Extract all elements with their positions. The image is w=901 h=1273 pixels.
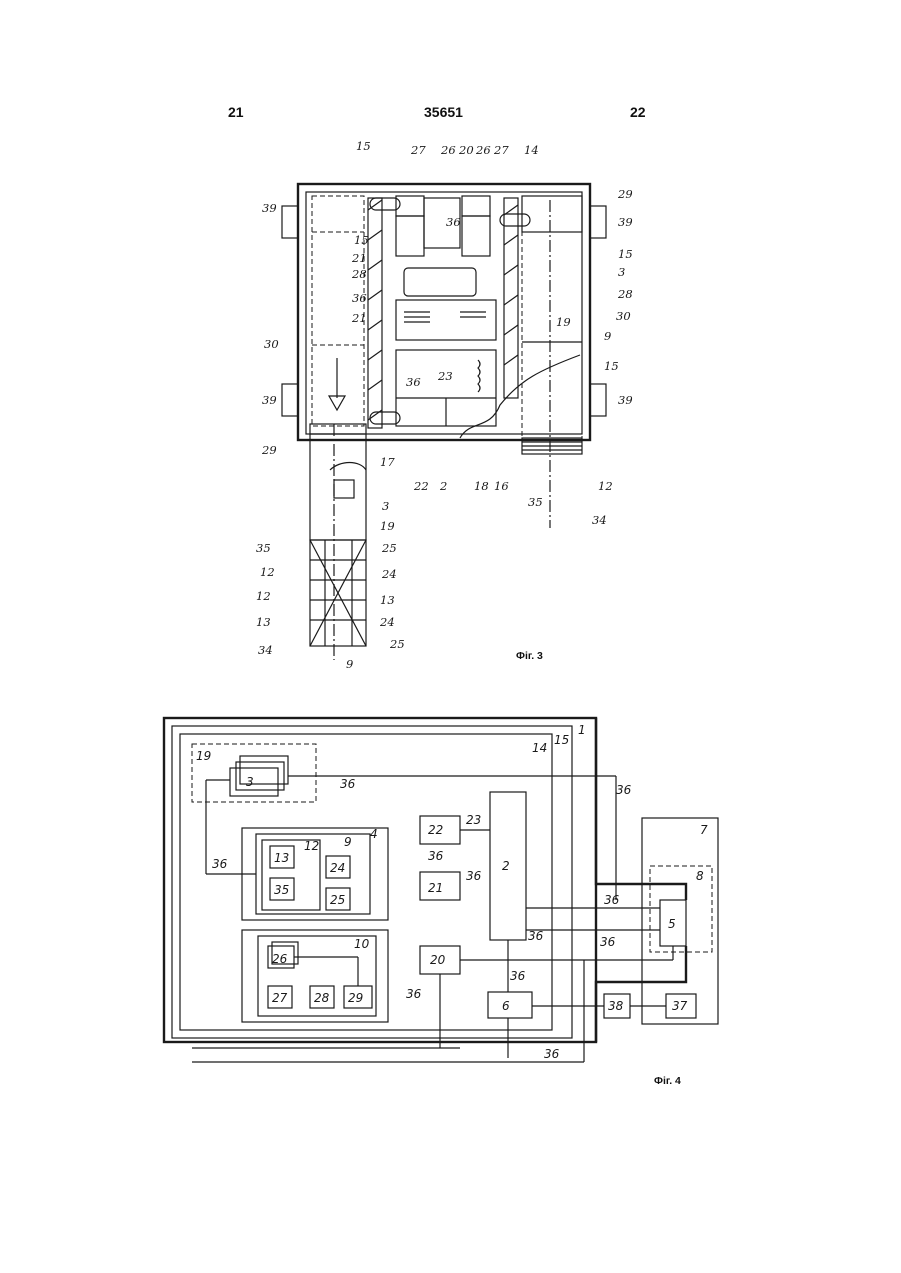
fig4-label: 10	[354, 937, 370, 951]
fig4-label: 25	[330, 893, 345, 907]
fig4-label: 36	[544, 1047, 560, 1061]
fig4-label: 23	[466, 813, 481, 827]
fig4-label: 2	[502, 859, 510, 873]
fig4-label: 12	[304, 839, 319, 853]
fig4-label: 4	[370, 827, 378, 841]
fig4-label: 14	[532, 741, 547, 755]
fig4-label: 36	[466, 869, 482, 883]
fig4-label: 15	[554, 733, 569, 747]
fig4-label: 9	[344, 835, 352, 849]
fig4-label: 36	[428, 849, 444, 863]
fig4-label: 20	[430, 953, 446, 967]
fig4-label: 7	[700, 823, 708, 837]
fig4-label: 36	[616, 783, 632, 797]
fig4-label: 35	[274, 883, 289, 897]
fig4-label: 26	[272, 952, 288, 966]
fig4-label: 28	[314, 991, 330, 1005]
fig4-label: 36	[528, 929, 544, 943]
fig4-label: 6	[502, 999, 510, 1013]
fig4-label: 36	[600, 935, 616, 949]
fig4-label: 36	[510, 969, 526, 983]
fig4-label: 1	[578, 723, 586, 737]
fig4-label: 19	[196, 749, 211, 763]
fig4-label: 13	[274, 851, 289, 865]
fig4-label: 36	[212, 857, 228, 871]
fig4-label: 36	[340, 777, 356, 791]
fig4-label: 3	[246, 775, 254, 789]
fig4-label: 21	[428, 881, 443, 895]
fig4-label: 24	[330, 861, 345, 875]
fig4-label: 36	[406, 987, 422, 1001]
fig4-label: 8	[696, 869, 704, 883]
fig4-label: 5	[668, 917, 676, 931]
fig4-label: 38	[608, 999, 624, 1013]
fig4-label: 27	[272, 991, 288, 1005]
fig4-label: 22	[428, 823, 443, 837]
fig4-label: 37	[672, 999, 688, 1013]
fig4-label: 29	[348, 991, 363, 1005]
fig4-label: 36	[604, 893, 620, 907]
